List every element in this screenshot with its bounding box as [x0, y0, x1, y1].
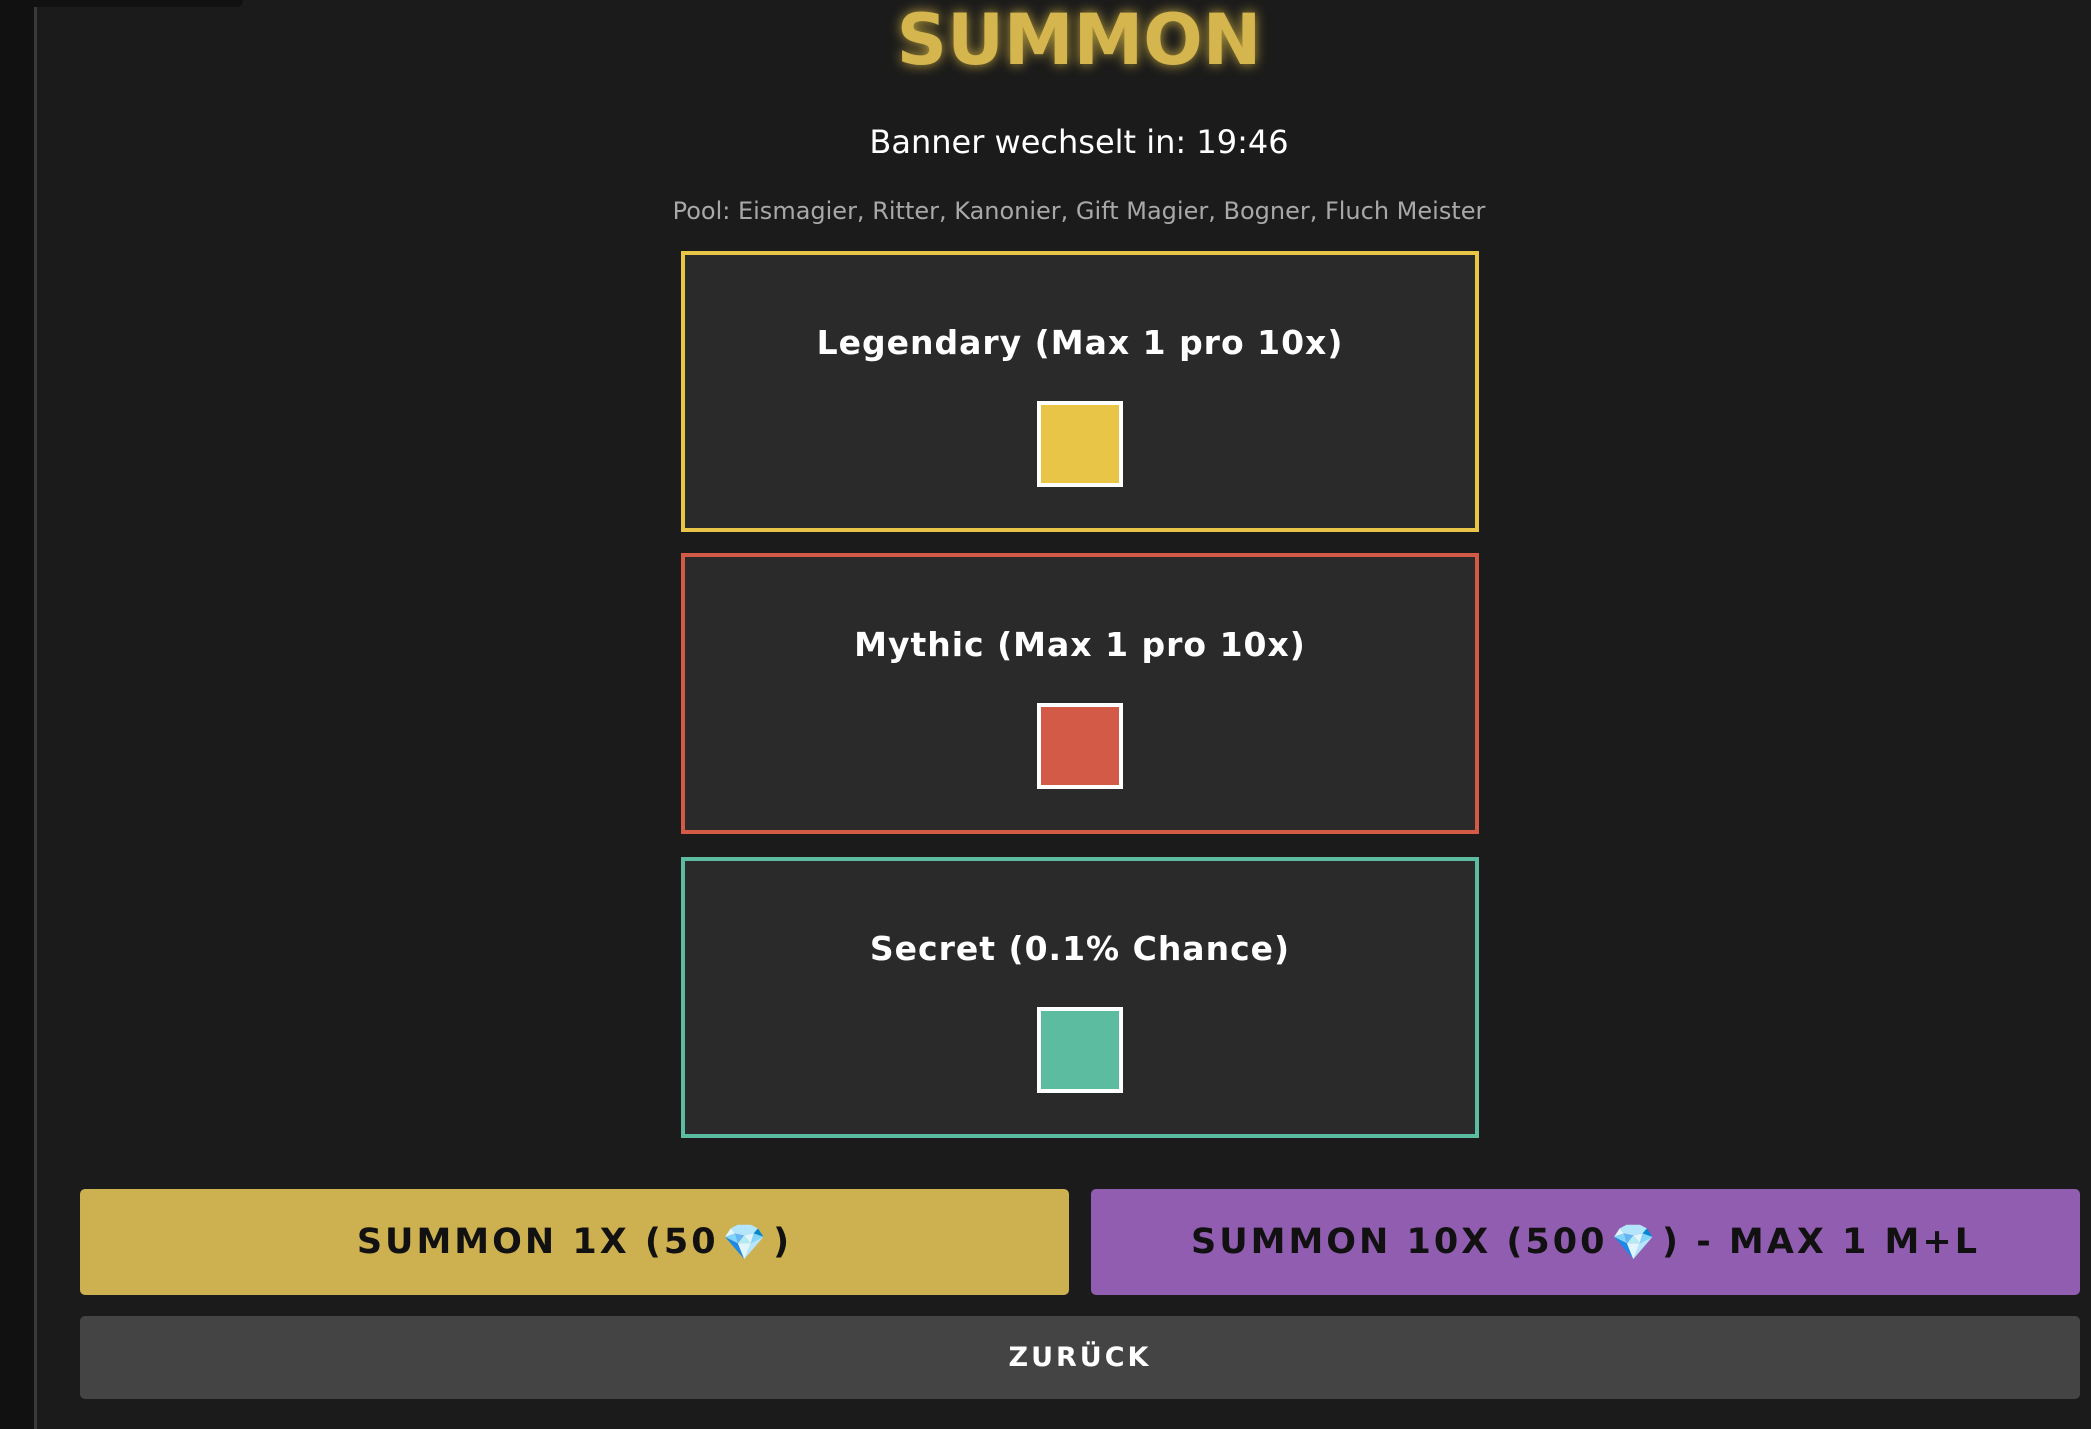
rarity-card-secret: Secret (0.1% Chance): [681, 857, 1479, 1138]
side-panel-edge: [0, 0, 37, 1429]
rarity-card-legendary: Legendary (Max 1 pro 10x): [681, 251, 1479, 532]
gem-icon: 💎: [722, 1222, 770, 1263]
summon-1x-label-end: ): [773, 1222, 793, 1262]
rarity-label: Mythic (Max 1 pro 10x): [854, 625, 1306, 664]
banner-timer: Banner wechselt in: 19:46: [869, 123, 1289, 161]
summon-1x-label: SUMMON 1X (50: [356, 1222, 719, 1262]
pool-list: Pool: Eismagier, Ritter, Kanonier, Gift …: [672, 197, 1486, 225]
rarity-swatch: [1037, 1007, 1123, 1093]
summon-10x-button[interactable]: SUMMON 10X (500 💎 ) - MAX 1 M+L: [1091, 1189, 2080, 1295]
rarity-swatch: [1037, 703, 1123, 789]
summon-10x-label: SUMMON 10X (500: [1190, 1222, 1608, 1262]
back-button[interactable]: ZURÜCK: [80, 1316, 2080, 1399]
rarity-label: Legendary (Max 1 pro 10x): [816, 323, 1344, 362]
top-chip: [20, 0, 243, 7]
summon-10x-label-end: ) - MAX 1 M+L: [1662, 1222, 1981, 1262]
summon-1x-button[interactable]: SUMMON 1X (50 💎 ): [80, 1189, 1069, 1295]
page-title: SUMMON: [896, 0, 1262, 81]
gem-icon: 💎: [1611, 1222, 1659, 1263]
rarity-label: Secret (0.1% Chance): [869, 929, 1291, 968]
rarity-swatch: [1037, 401, 1123, 487]
rarity-card-mythic: Mythic (Max 1 pro 10x): [681, 553, 1479, 834]
